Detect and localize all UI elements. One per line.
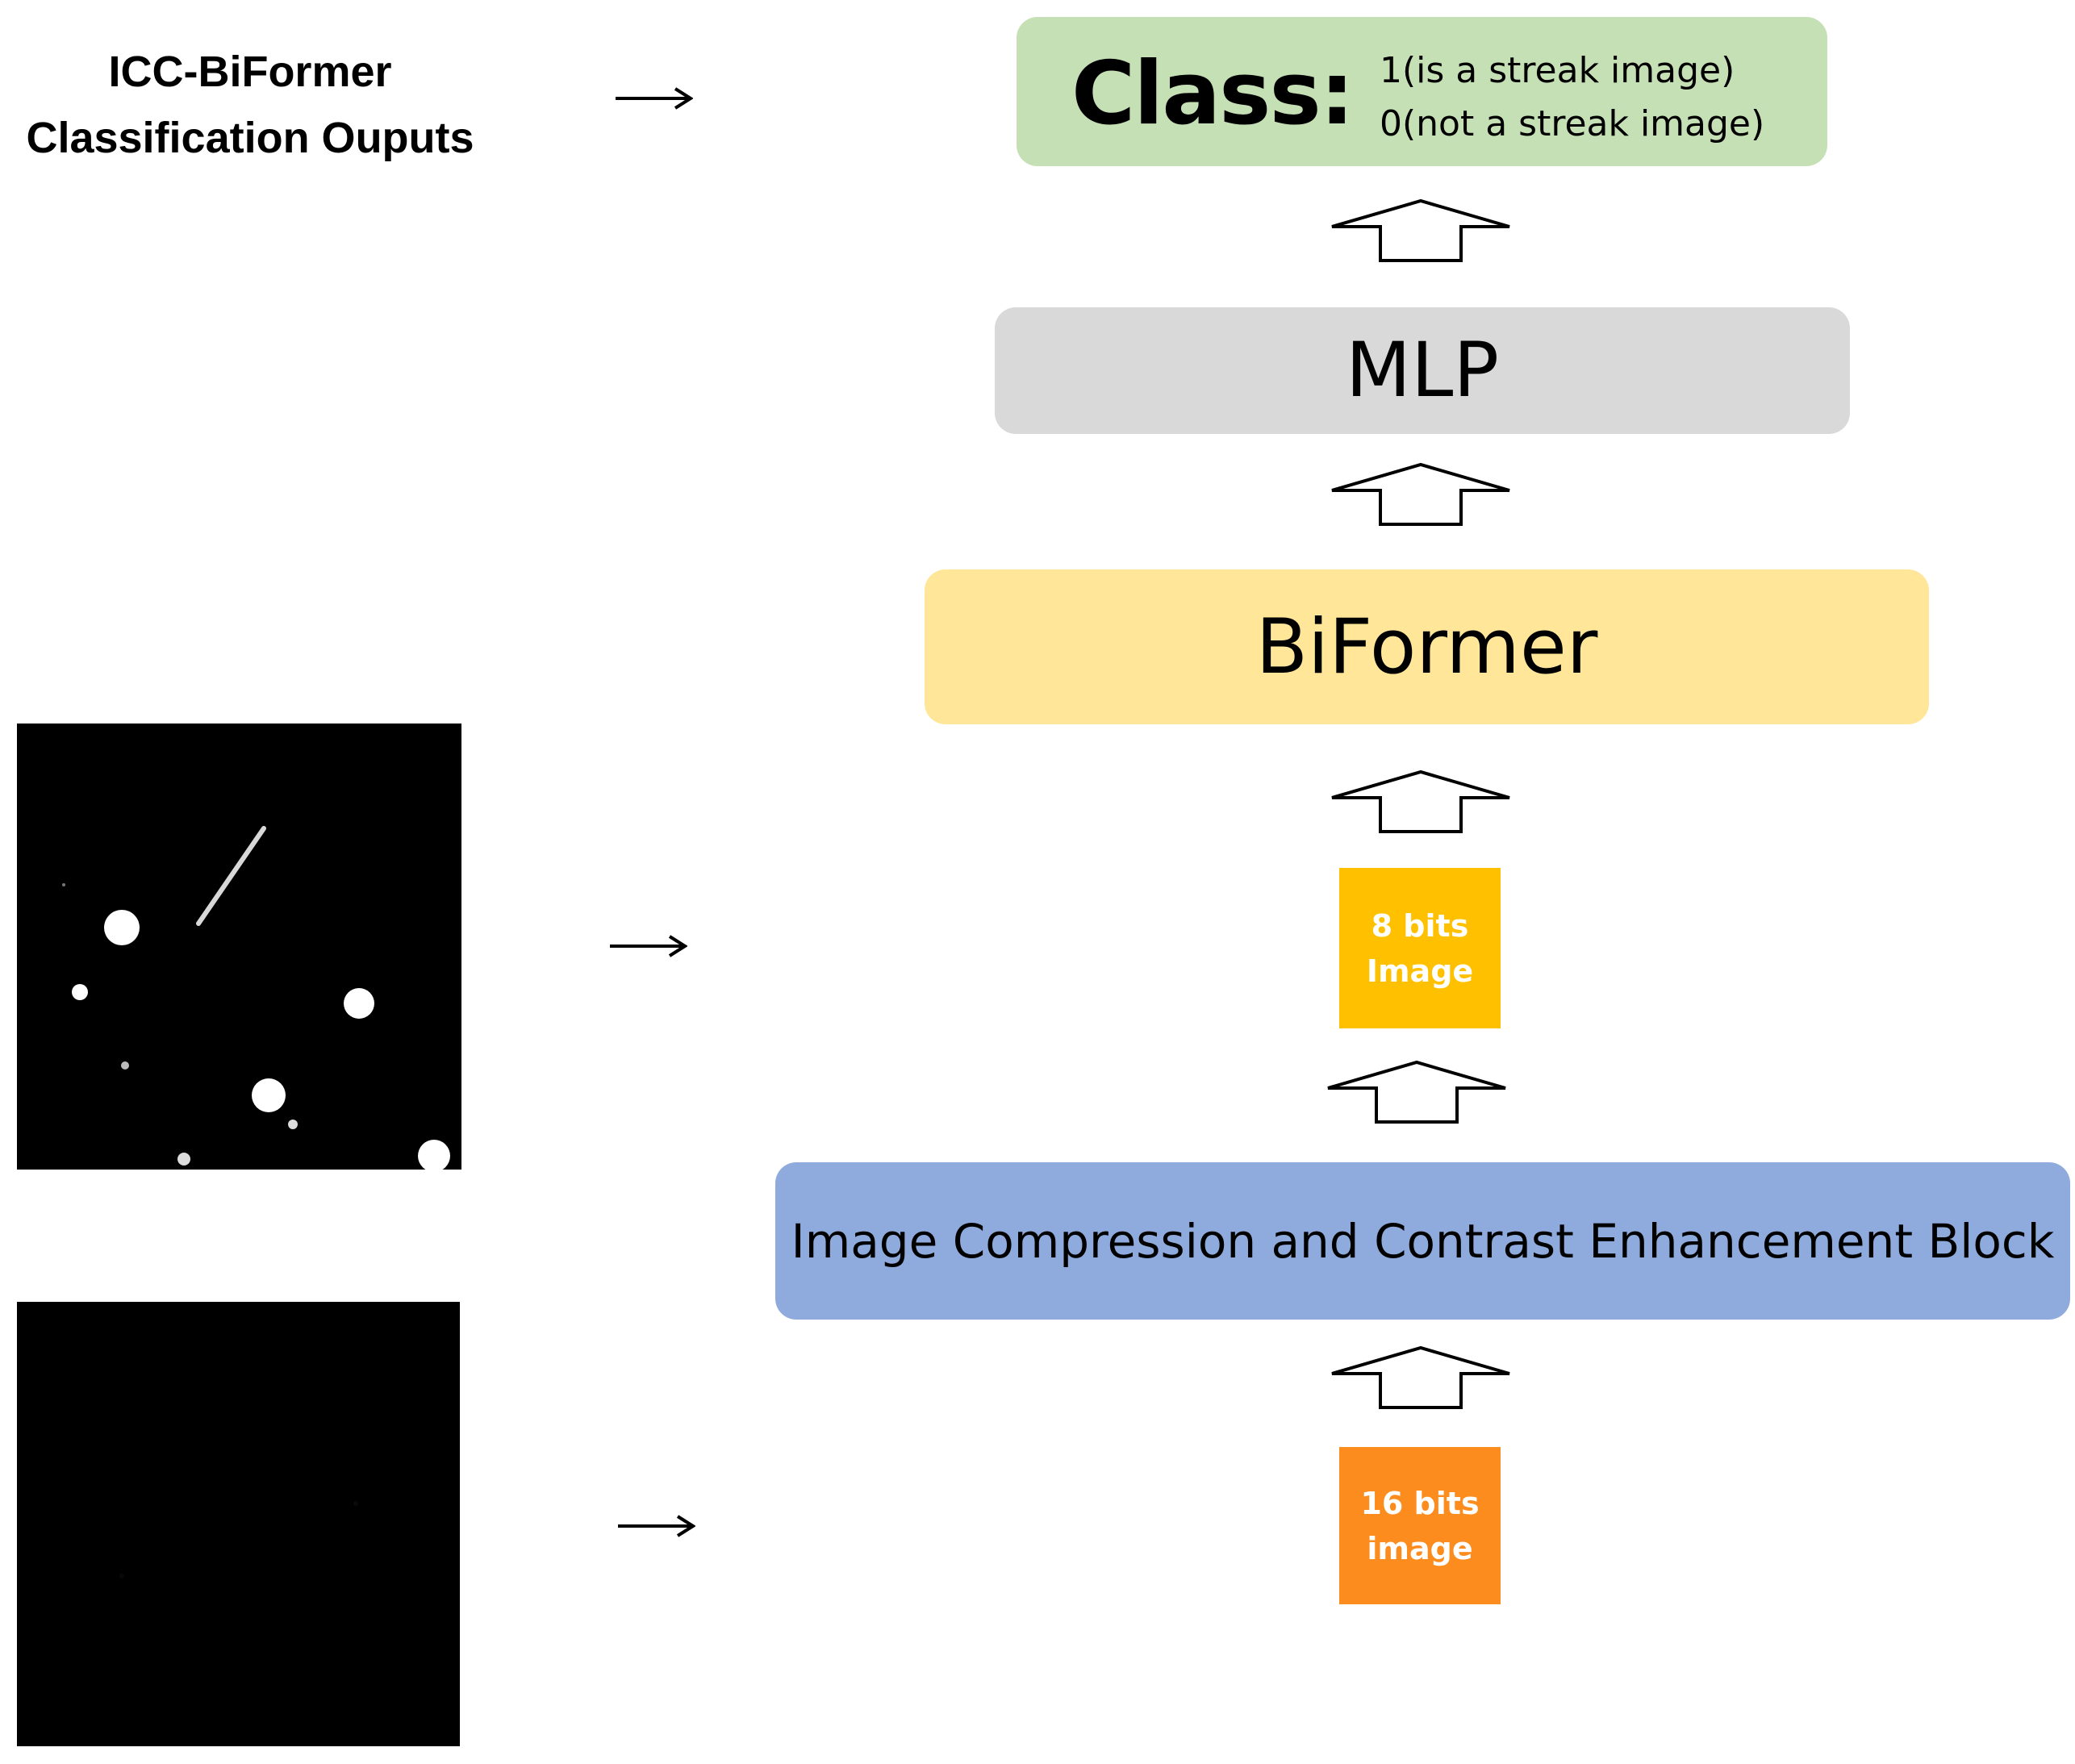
outputs-title-line1: ICC-BiFormer	[108, 48, 392, 96]
class-option-streak: 1(is a streak image)	[1380, 50, 1735, 91]
mlp-block: MLP	[995, 307, 1850, 434]
icce-block: Image Compression and Contrast Enhanceme…	[775, 1162, 2070, 1320]
sixteen-bit-line1: 16 bits	[1360, 1485, 1480, 1521]
up-arrow-icon	[1331, 462, 1510, 526]
class-options: 1(is a streak image) 0(not a streak imag…	[1380, 44, 1764, 151]
arrow-right-icon	[616, 87, 693, 110]
class-output-block: Class: 1(is a streak image) 0(not a stre…	[1017, 17, 1827, 166]
arrow-right-icon	[618, 1515, 695, 1537]
raw-dark-image	[17, 1302, 460, 1746]
eight-bit-line1: 8 bits	[1371, 907, 1469, 944]
eight-bit-image-chip: 8 bits Image	[1339, 868, 1501, 1028]
up-arrow-icon	[1331, 198, 1510, 262]
sixteen-bit-line2: image	[1367, 1530, 1473, 1566]
enhanced-streak-image	[17, 724, 461, 1170]
class-label: Class:	[1071, 44, 1355, 144]
outputs-title-line2: Classification Ouputs	[26, 114, 474, 162]
outputs-title: ICC-BiFormer Classification Ouputs	[0, 39, 500, 171]
eight-bit-line2: Image	[1366, 953, 1474, 989]
up-arrow-icon	[1331, 769, 1510, 833]
up-arrow-icon	[1327, 1060, 1506, 1124]
biformer-block: BiFormer	[925, 569, 1929, 724]
up-arrow-icon	[1331, 1345, 1510, 1409]
sixteen-bit-image-chip: 16 bits image	[1339, 1447, 1501, 1604]
arrow-right-icon	[610, 935, 687, 957]
class-option-not-streak: 0(not a streak image)	[1380, 103, 1765, 144]
